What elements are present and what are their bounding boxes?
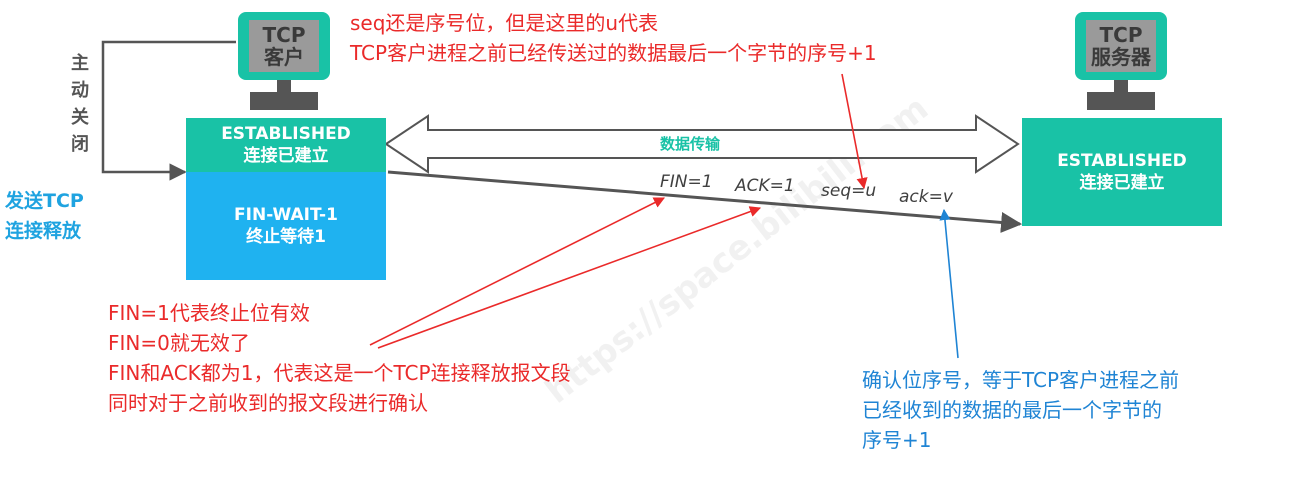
client-label-line-2: 客户: [264, 45, 304, 69]
server-label-line-2: 服务器: [1091, 45, 1151, 69]
ack-note: 确认位序号，等于TCP客户进程之前 已经收到的数据的最后一个字节的 序号+1: [862, 365, 1179, 455]
seq-note: seq还是序号位，但是这里的u代表 TCP客户进程之前已经传送过的数据最后一个字…: [350, 8, 877, 68]
fin-note-line-4: 同时对于之前收到的报文段进行确认: [108, 391, 428, 415]
ack-note-line-3: 序号+1: [862, 428, 932, 452]
data-transfer-label: 数据传输: [660, 135, 721, 153]
send-fin-line-1: 发送TCP: [5, 190, 84, 212]
data-transfer-arrow: [384, 114, 1020, 174]
client-fin-wait-box: FIN-WAIT-1 终止等待1: [186, 172, 386, 280]
client-established-en: ESTABLISHED: [221, 124, 351, 144]
seq-note-arrow: [841, 73, 868, 190]
active-close-char-4: 闭: [71, 134, 89, 155]
server-established-box: ESTABLISHED 连接已建立: [1022, 118, 1222, 226]
server-label: TCP 服务器: [1081, 24, 1161, 68]
client-label-line-1: TCP: [262, 23, 306, 47]
segment-ack-field: ACK=1: [735, 176, 795, 196]
active-close-char-2: 动: [71, 80, 89, 101]
client-fin-wait-en: FIN-WAIT-1: [234, 205, 338, 225]
ack-note-line-2: 已经收到的数据的最后一个字节的: [862, 398, 1162, 422]
client-established-zh: 连接已建立: [243, 146, 329, 166]
ack-note-arrow: [939, 208, 959, 359]
send-fin-line-2: 连接释放: [5, 220, 82, 242]
active-close-char-3: 关: [71, 107, 89, 128]
fin-note: FIN=1代表终止位有效 FIN=0就无效了 FIN和ACK都为1，代表这是一个…: [108, 298, 571, 418]
active-close-line: [101, 40, 236, 181]
fin-segment-arrow: [387, 170, 1023, 233]
segment-fin-field: FIN=1: [660, 172, 713, 192]
seq-note-line-1: seq还是序号位，但是这里的u代表: [350, 11, 659, 35]
fin-note-arrow-2: [377, 206, 762, 349]
seq-note-line-2: TCP客户进程之前已经传送过的数据最后一个字节的序号+1: [350, 41, 877, 65]
client-established-box: ESTABLISHED 连接已建立: [186, 118, 386, 172]
fin-note-line-2: FIN=0就无效了: [108, 331, 250, 355]
client-monitor-icon: [238, 12, 330, 110]
segment-ack-num-field: ack=v: [899, 187, 953, 207]
client-fin-wait-zh: 终止等待1: [246, 227, 326, 247]
client-label: TCP 客户: [244, 24, 324, 68]
server-established-en: ESTABLISHED: [1057, 151, 1187, 171]
server-label-line-1: TCP: [1099, 23, 1143, 47]
server-established-zh: 连接已建立: [1079, 173, 1165, 193]
server-monitor-icon: [1075, 12, 1167, 110]
active-close-char-1: 主: [71, 53, 89, 74]
send-fin-label: 发送TCP 连接释放: [5, 186, 84, 246]
ack-note-line-1: 确认位序号，等于TCP客户进程之前: [862, 368, 1180, 392]
segment-seq-field: seq=u: [821, 181, 877, 201]
fin-note-arrow-1: [369, 197, 666, 346]
fin-note-line-3: FIN和ACK都为1，代表这是一个TCP连接释放报文段: [108, 361, 571, 385]
active-close-label: 主 动 关 闭: [67, 50, 93, 158]
fin-note-line-1: FIN=1代表终止位有效: [108, 301, 310, 325]
